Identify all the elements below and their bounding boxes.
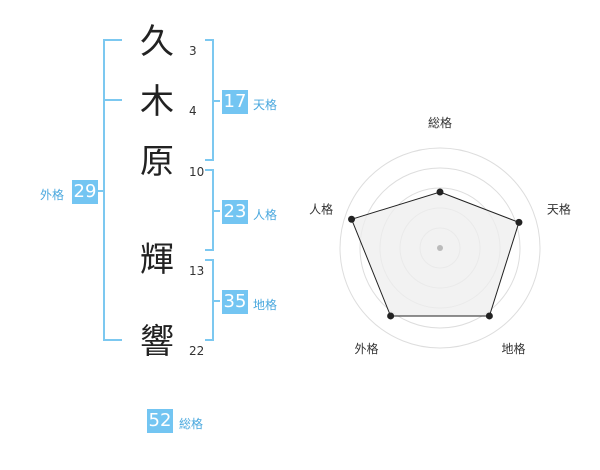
name-char-3: 原 (140, 142, 174, 182)
soukaku-score: 52 (147, 409, 173, 433)
radar-axis-label-4: 外格 (354, 341, 378, 356)
radar-ring-4 (359, 167, 521, 329)
radar-polygon (350, 191, 520, 317)
radar-center-dot (437, 245, 443, 251)
gaikaku-score: 29 (72, 180, 98, 204)
radar-point-5 (348, 215, 356, 223)
soukaku-label: 総格 (179, 417, 204, 431)
tenkaku-score: 17 (222, 90, 248, 114)
name-char-5: 響 (140, 322, 174, 362)
name-char-4: 輝 (140, 240, 174, 280)
radar-axis-label-3: 地格 (501, 341, 525, 356)
stroke-count-4: 13 (189, 264, 205, 278)
radar-point-2 (515, 218, 523, 226)
stroke-count-2: 4 (189, 104, 197, 118)
radar-ring-5 (339, 147, 541, 349)
radar-points (348, 188, 523, 320)
radar-axis-label-2: 天格 (547, 201, 571, 216)
stroke-count-5: 22 (189, 344, 205, 358)
radar-axis-label-1: 総格 (428, 115, 452, 130)
radar-point-3 (485, 312, 493, 320)
stroke-count-1: 3 (189, 44, 197, 58)
jinkaku-score: 23 (222, 200, 248, 224)
radar-point-4 (387, 312, 395, 320)
radar-axis-label-5: 人格 (309, 201, 333, 216)
jinkaku-label: 人格 (253, 208, 278, 222)
chikaku-score: 35 (222, 290, 248, 314)
stroke-count-3: 10 (189, 165, 205, 179)
chikaku-label: 地格 (253, 298, 278, 312)
name-char-2: 木 (140, 82, 174, 122)
name-char-1: 久 (140, 22, 174, 62)
tenkaku-label: 天格 (253, 98, 278, 112)
radar-point-1 (436, 188, 444, 196)
gaikaku-label: 外格 (40, 188, 65, 202)
